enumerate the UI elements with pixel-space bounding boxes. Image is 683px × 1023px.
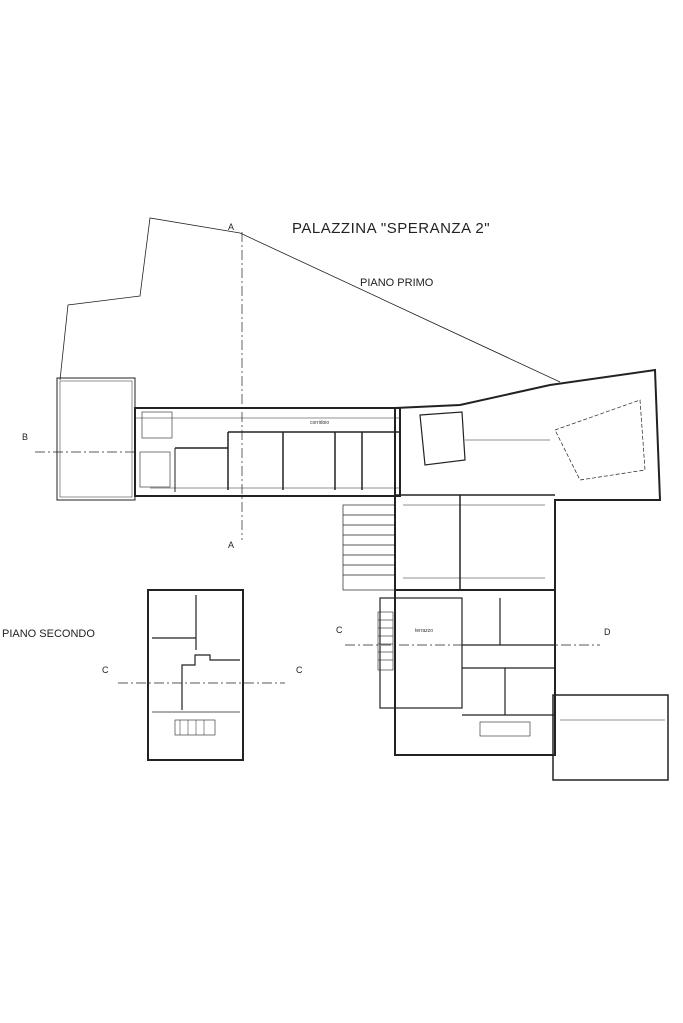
terrace xyxy=(379,597,463,709)
second-floor-plan xyxy=(147,589,244,761)
section-marker-a-top: A xyxy=(228,222,235,232)
section-marker-c-left: C xyxy=(102,665,109,675)
section-marker-b: B xyxy=(22,432,29,442)
second-floor-label: PIANO SECONDO xyxy=(2,628,95,640)
drawing-title: PALAZZINA "SPERANZA 2" xyxy=(292,220,491,237)
section-marker-d-main: D xyxy=(604,627,611,637)
staircase xyxy=(342,504,396,591)
right-annex xyxy=(552,694,669,781)
left-annex xyxy=(56,377,136,501)
section-marker-c-main: C xyxy=(336,625,343,635)
section-marker-a-bottom: A xyxy=(228,540,235,550)
section-lines xyxy=(35,232,600,684)
section-marker-c-right: C xyxy=(296,665,303,675)
site-boundary xyxy=(59,217,561,383)
lower-block xyxy=(394,589,556,756)
central-block xyxy=(394,368,662,591)
first-floor-label: PIANO PRIMO xyxy=(360,277,434,289)
room-label-terrace: terrazzo xyxy=(415,628,434,634)
room-label-corridor: corridoio xyxy=(310,420,330,426)
